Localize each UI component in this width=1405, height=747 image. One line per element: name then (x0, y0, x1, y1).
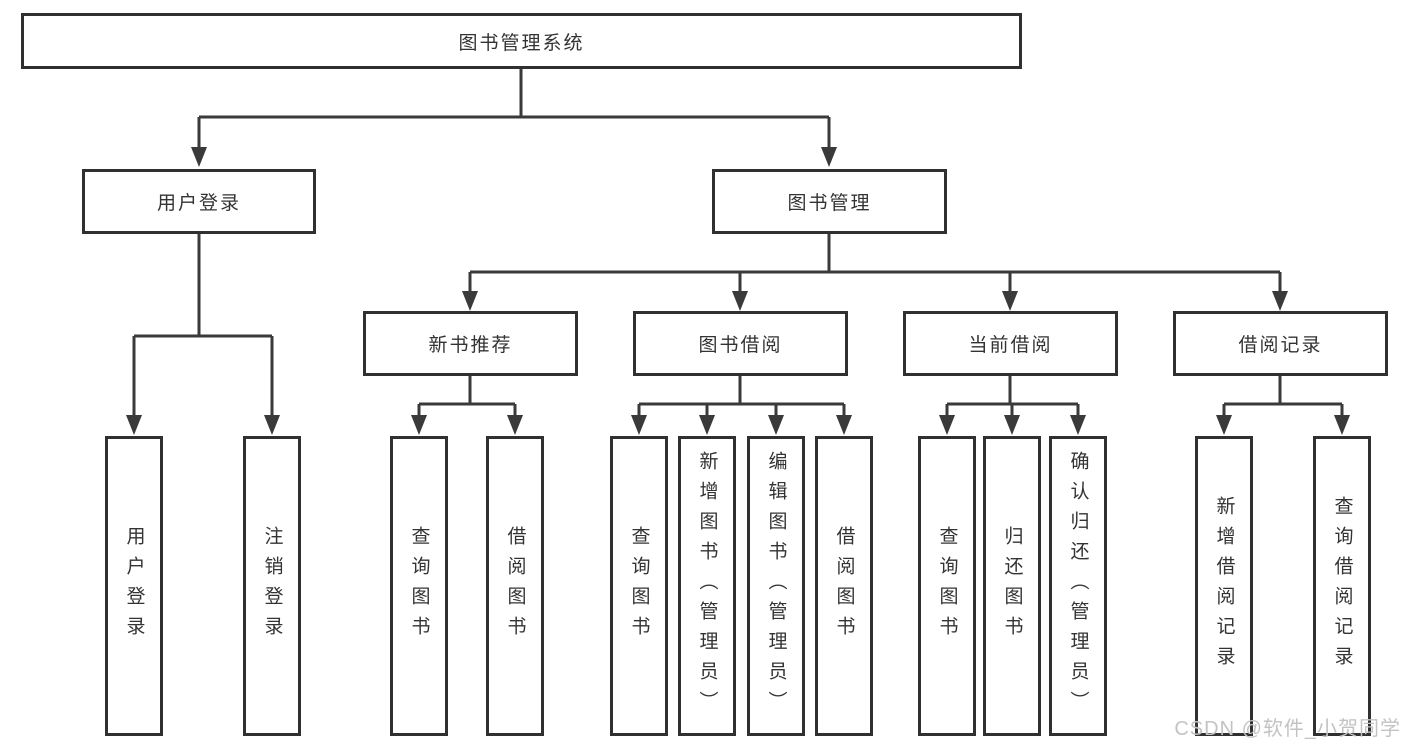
leaf-user-login-label: 用户登录 (123, 526, 145, 646)
node-new-book-recommend-label: 新书推荐 (428, 335, 513, 356)
arrowhead-icon (821, 147, 837, 167)
node-book-borrow-label: 图书借阅 (698, 335, 783, 356)
arrowhead-icon (1070, 415, 1086, 435)
leaf-confirm-return-admin-label: 确认归还（管理员） (1067, 451, 1089, 721)
arrowhead-icon (1272, 291, 1288, 311)
leaf-query-books-recommend-label: 查询图书 (408, 526, 430, 646)
leaf-query-books-recommend: 查询图书 (390, 436, 448, 736)
node-current-borrow: 当前借阅 (903, 311, 1118, 376)
leaf-add-book-admin: 新增图书（管理员） (678, 436, 736, 736)
arrowhead-icon (411, 415, 427, 435)
leaf-query-books-borrow: 查询图书 (610, 436, 668, 736)
csdn-watermark: CSDN @软件_小贺同学 (1174, 718, 1401, 740)
node-user-login: 用户登录 (82, 169, 316, 234)
leaf-query-borrow-record-label: 查询借阅记录 (1331, 496, 1353, 676)
arrowhead-icon (1004, 415, 1020, 435)
node-borrow-records: 借阅记录 (1173, 311, 1388, 376)
arrowhead-icon (732, 291, 748, 311)
leaf-borrow-books: 借阅图书 (815, 436, 873, 736)
leaf-add-borrow-record: 新增借阅记录 (1195, 436, 1253, 736)
leaf-edit-book-admin: 编辑图书（管理员） (747, 436, 805, 736)
connector-path (132, 69, 1344, 416)
leaf-query-books-borrow-label: 查询图书 (628, 526, 650, 646)
leaf-query-borrow-record: 查询借阅记录 (1313, 436, 1371, 736)
leaf-logout: 注销登录 (243, 436, 301, 736)
arrowhead-icon (264, 415, 280, 435)
node-root: 图书管理系统 (21, 13, 1022, 69)
node-user-login-label: 用户登录 (156, 193, 241, 214)
arrowhead-icon (1334, 415, 1350, 435)
arrowhead-icon (939, 415, 955, 435)
node-book-management-label: 图书管理 (787, 193, 872, 214)
arrowhead-icon (126, 415, 142, 435)
node-book-borrow: 图书借阅 (633, 311, 848, 376)
node-root-label: 图书管理系统 (458, 32, 585, 54)
leaf-add-borrow-record-label: 新增借阅记录 (1213, 496, 1235, 676)
arrowhead-icon (462, 291, 478, 311)
leaf-query-books-current-label: 查询图书 (936, 526, 958, 646)
arrowhead-icon (836, 415, 852, 435)
arrowhead-icon (191, 147, 207, 167)
node-current-borrow-label: 当前借阅 (968, 335, 1053, 356)
arrowhead-icon (507, 415, 523, 435)
leaf-query-books-current: 查询图书 (918, 436, 976, 736)
arrowhead-icon (1002, 291, 1018, 311)
leaf-add-book-admin-label: 新增图书（管理员） (696, 451, 718, 721)
leaf-borrow-books-label: 借阅图书 (833, 526, 855, 646)
leaf-borrow-books-recommend-label: 借阅图书 (504, 526, 526, 646)
arrowhead-icon (1216, 415, 1232, 435)
node-new-book-recommend: 新书推荐 (363, 311, 578, 376)
arrowhead-icon (699, 415, 715, 435)
leaf-return-book: 归还图书 (983, 436, 1041, 736)
node-book-management: 图书管理 (712, 169, 947, 234)
leaf-logout-label: 注销登录 (261, 526, 283, 646)
leaf-return-book-label: 归还图书 (1001, 526, 1023, 646)
node-borrow-records-label: 借阅记录 (1238, 335, 1323, 356)
leaf-edit-book-admin-label: 编辑图书（管理员） (765, 451, 787, 721)
leaf-confirm-return-admin: 确认归还（管理员） (1049, 436, 1107, 736)
leaf-user-login: 用户登录 (105, 436, 163, 736)
arrowhead-icon (768, 415, 784, 435)
arrowhead-icon (631, 415, 647, 435)
leaf-borrow-books-recommend: 借阅图书 (486, 436, 544, 736)
